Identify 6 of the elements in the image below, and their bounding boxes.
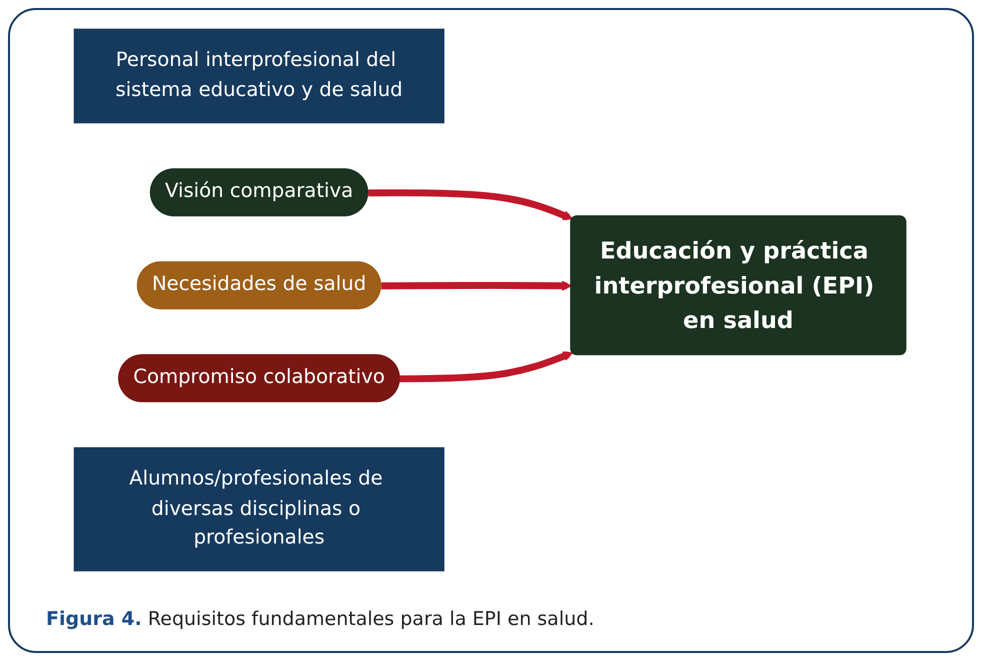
node-box: Personal interprofesional del sistema educativo y de salud: [74, 28, 444, 124]
arrow: [400, 351, 573, 382]
node-box: Alumnos/profesionales de diversas disciplinas o profesionales: [74, 447, 444, 572]
figure-caption: Figura 4. Requisitos fundamentales para la EPI en salud.: [46, 608, 594, 630]
arrow: [381, 280, 572, 291]
arrow: [368, 189, 573, 220]
